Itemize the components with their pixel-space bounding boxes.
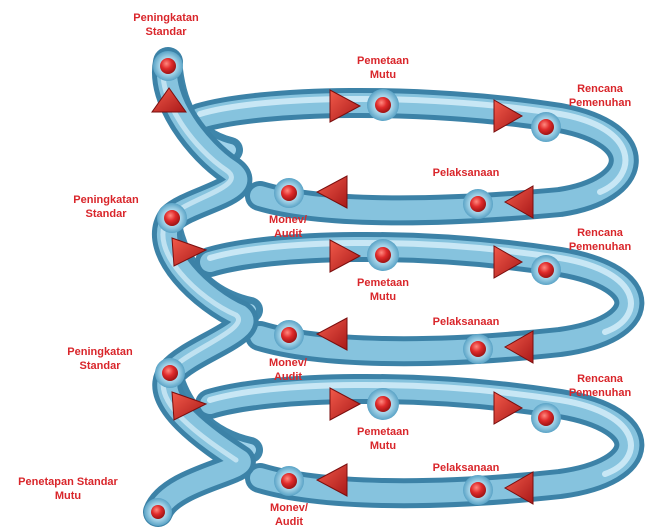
node-l2-rencana (531, 255, 561, 285)
label-bottom-penetapan-line2: Mutu (55, 490, 81, 502)
label-l3-pemetaan-line2: Mutu (370, 440, 396, 452)
label-l3-monev-line2: Audit (275, 516, 303, 528)
label-top-start-line2: Standar (146, 26, 188, 38)
label-l1-monev-line2: Audit (274, 228, 302, 240)
label-l1-peningkatan-line1: Peningkatan (73, 194, 139, 206)
label-l1-pemetaan-line2: Mutu (370, 69, 396, 81)
label-l2-peningkatan-line1: Peningkatan (67, 346, 133, 358)
spiral-column-front (158, 62, 244, 512)
label-l2-rencana-line1: Rencana (577, 227, 624, 239)
node-l2-peningkatan (155, 358, 185, 388)
label-l2-pelaksanaan: Pelaksanaan (433, 316, 500, 328)
label-l1-peningkatan-line2: Standar (86, 208, 128, 220)
spiral-loop-2 (210, 243, 631, 351)
label-l3-pemetaan-line1: Pemetaan (357, 426, 409, 438)
node-l3-pemetaan (367, 388, 399, 420)
node-l1-pelaksanaan (463, 189, 493, 219)
label-l1-monev-line1: Monev/ (269, 214, 307, 226)
spiral-loop-3 (210, 385, 631, 493)
node-l2-pelaksanaan (463, 334, 493, 364)
label-l2-pemetaan-line1: Pemetaan (357, 277, 409, 289)
node-l3-monev (274, 466, 304, 496)
label-l2-monev-line1: Monev/ (269, 357, 307, 369)
node-top-start (153, 51, 183, 81)
node-l2-pemetaan (367, 239, 399, 271)
label-l1-rencana-line2: Pemenuhan (569, 97, 632, 109)
node-l1-pemetaan (367, 89, 399, 121)
label-l3-rencana-line2: Pemenuhan (569, 387, 632, 399)
label-l1-pelaksanaan: Pelaksanaan (433, 167, 500, 179)
label-l3-monev-line1: Monev/ (270, 502, 308, 514)
node-l2-monev (274, 320, 304, 350)
label-l1-rencana-line1: Rencana (577, 83, 624, 95)
spiral-loop-1 (200, 99, 625, 210)
label-l2-monev-line2: Audit (274, 371, 302, 383)
node-l1-rencana (531, 112, 561, 142)
label-l1-pemetaan-line1: Pemetaan (357, 55, 409, 67)
label-l3-pelaksanaan: Pelaksanaan (433, 462, 500, 474)
label-l2-rencana-line2: Pemenuhan (569, 241, 632, 253)
node-l1-monev (274, 178, 304, 208)
node-bottom-penetapan (144, 498, 172, 526)
label-bottom-penetapan-line1: Penetapan Standar (18, 476, 118, 488)
label-l2-pemetaan-line2: Mutu (370, 291, 396, 303)
node-l3-rencana (531, 403, 561, 433)
node-l3-pelaksanaan (463, 475, 493, 505)
label-l2-peningkatan-line2: Standar (80, 360, 122, 372)
label-l3-rencana-line1: Rencana (577, 373, 624, 385)
label-top-start-line1: Peningkatan (133, 12, 199, 24)
node-l1-peningkatan (157, 203, 187, 233)
